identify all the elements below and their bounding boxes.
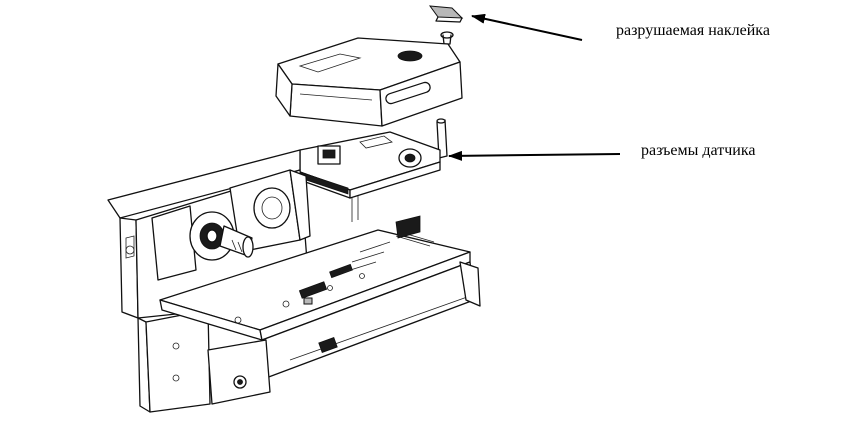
- connector-pointer-arrow: [448, 150, 621, 161]
- sticker-label: разрушаемая наклейка: [616, 22, 770, 39]
- sticker-part: [428, 5, 464, 23]
- cover-box: [275, 37, 463, 127]
- motor-assembly: [151, 169, 311, 281]
- sensor-connector-pin: [436, 118, 448, 159]
- lower-bracket: [207, 261, 481, 405]
- screw-part: [440, 31, 454, 45]
- sensor-board: [299, 131, 441, 222]
- sensor-connectors-label: разъемы датчика: [641, 142, 756, 159]
- sticker-pointer-arrow: [471, 13, 583, 41]
